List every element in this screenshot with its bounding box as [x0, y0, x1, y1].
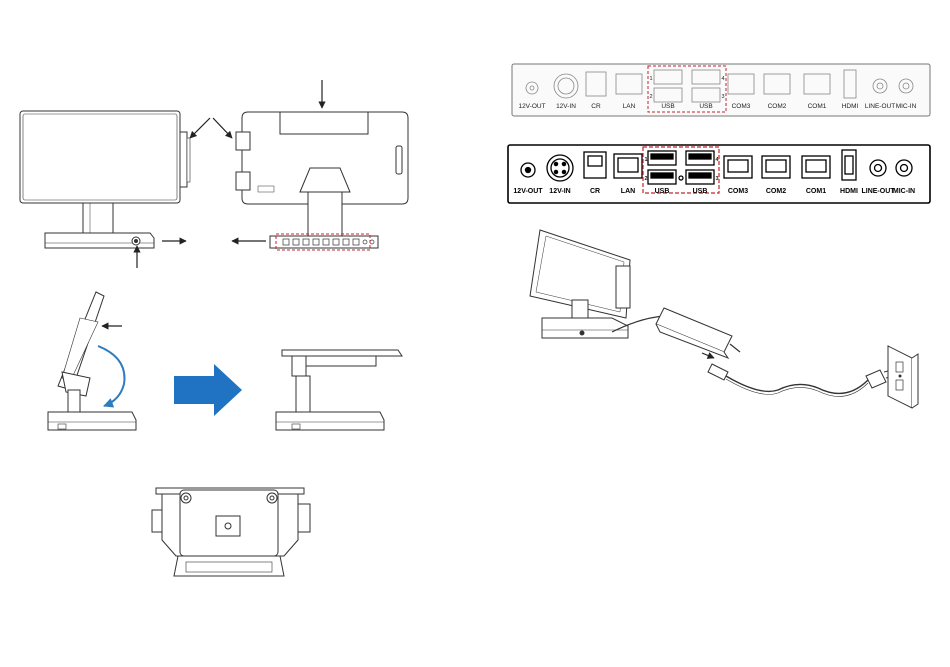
port-label: MIC-IN	[896, 103, 917, 110]
port-label: MIC-IN	[893, 188, 915, 195]
folded-view	[276, 350, 402, 430]
port-label: CR	[591, 103, 601, 110]
port-label: USB	[693, 188, 708, 195]
io-panel-light: 12V-OUT 12V-IN CR LAN USB USB COM3 COM2 …	[512, 64, 930, 116]
rotate-arrow-icon	[98, 346, 124, 406]
power-connection-view	[530, 230, 918, 408]
usb-number: 2	[644, 176, 647, 182]
port-label: LAN	[621, 188, 635, 195]
port-label: 12V-IN	[556, 103, 576, 110]
port-label: COM1	[808, 103, 827, 110]
port-label: 12V-OUT	[518, 103, 545, 110]
power-plug-icon	[702, 353, 728, 380]
port-label: HDMI	[842, 103, 859, 110]
tilt-view-side	[48, 292, 136, 430]
port-label: COM3	[732, 103, 751, 110]
back-view-terminal	[236, 112, 408, 250]
port-label: LINE-OUT	[865, 103, 895, 110]
port-label: CR	[590, 188, 600, 195]
port-label: HDMI	[840, 188, 858, 195]
usb-number: 3	[715, 176, 718, 182]
wall-outlet-icon	[888, 346, 918, 408]
usb-number: 1	[649, 76, 652, 82]
io-panel-bold: 12V-OUT 12V-IN CR LAN USB USB COM3 COM2 …	[508, 145, 930, 203]
usb-number: 1	[644, 157, 647, 163]
port-label: COM2	[768, 103, 787, 110]
port-label: USB	[699, 103, 712, 110]
port-label: COM1	[806, 188, 826, 195]
port-label: 12V-OUT	[513, 188, 543, 195]
front-view-terminal	[20, 111, 190, 248]
usb-number: 2	[649, 94, 652, 100]
port-label: 12V-IN	[549, 188, 570, 195]
usb-number: 4	[721, 76, 724, 82]
port-label: LINE-OUT	[861, 188, 895, 195]
bottom-view-terminal	[152, 488, 310, 576]
port-label: COM2	[766, 188, 786, 195]
port-label: USB	[655, 188, 670, 195]
tilt-arrows	[98, 326, 124, 406]
port-label: USB	[661, 103, 674, 110]
right-arrow-icon	[174, 364, 242, 416]
port-label: LAN	[623, 103, 636, 110]
port-label: COM3	[728, 188, 748, 195]
arrow-icon	[190, 118, 210, 138]
arrow-icon	[213, 118, 232, 138]
usb-number: 3	[721, 94, 724, 100]
